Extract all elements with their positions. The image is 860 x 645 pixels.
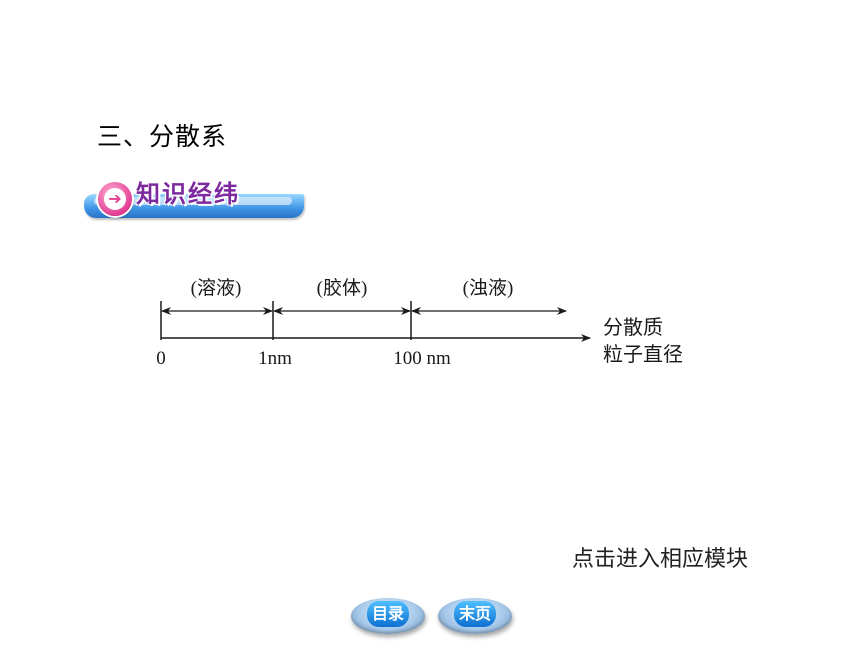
tick-label-0: 0	[156, 348, 166, 369]
region-label-suspension: (浊液)	[463, 277, 514, 299]
knowledge-banner: ➔ 知识经纬	[84, 174, 306, 222]
tick-label-100nm: 100 nm	[393, 348, 451, 369]
module-hint: 点击进入相应模块	[572, 547, 749, 572]
last-page-button-label: 末页	[454, 601, 496, 627]
toc-button[interactable]: 目录	[351, 598, 425, 634]
toc-button-label: 目录	[367, 601, 409, 627]
region-label-solution: (溶液)	[191, 277, 242, 299]
tick-label-1nm: 1nm	[258, 348, 292, 369]
banner-label: 知识经纬	[136, 180, 240, 208]
axis-label-line-1: 分散质	[603, 315, 663, 339]
last-page-button[interactable]: 末页	[438, 598, 512, 634]
arrow-right-icon: ➔	[104, 188, 126, 210]
banner-badge: ➔	[98, 182, 132, 216]
region-label-colloid: (胶体)	[317, 277, 368, 299]
section-title: 三、分散系	[97, 122, 228, 151]
axis-label-line-2: 粒子直径	[603, 342, 683, 366]
